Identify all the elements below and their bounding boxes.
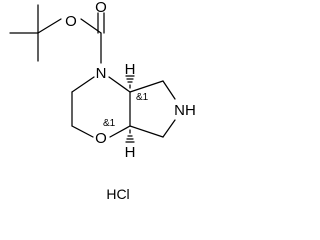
bond-left-carbon-to-ring-oxygen	[71, 125, 94, 138]
molecule-structure: O O N O NH H H &1 &1 HCl	[9, 0, 196, 202]
bond-quaternary-to-ester-oxygen	[37, 18, 62, 34]
bond-top-center-to-upper-ch2	[129, 80, 164, 93]
bond-lower-ch2-to-bottom-center	[129, 125, 164, 138]
bond-group	[9, 4, 176, 138]
bond-upper-ch2-to-amine	[162, 80, 176, 100]
bond-nitrogen-to-left-carbon	[71, 76, 95, 93]
bond-top-center-to-nitrogen	[108, 76, 131, 93]
amine-label: NH	[174, 102, 196, 119]
bottom-stereo-descriptor: &1	[103, 118, 116, 129]
bond-amine-to-lower-ch2	[162, 119, 176, 138]
salt-label: HCl	[106, 186, 129, 202]
top-hydrogen-label: H	[125, 61, 136, 78]
carbonyl-oxygen-label: O	[95, 0, 107, 16]
hashed-bond-top	[125, 75, 135, 89]
ring-oxygen-label: O	[95, 130, 107, 147]
top-stereo-descriptor: &1	[136, 92, 149, 103]
ring-nitrogen-label: N	[96, 65, 107, 82]
bond-ring-oxygen-to-bottom-center	[109, 125, 131, 138]
stereo-bond-group	[125, 75, 135, 143]
bottom-hydrogen-label: H	[125, 144, 136, 161]
hashed-bond-bottom	[125, 129, 135, 143]
ester-oxygen-label: O	[65, 13, 77, 30]
